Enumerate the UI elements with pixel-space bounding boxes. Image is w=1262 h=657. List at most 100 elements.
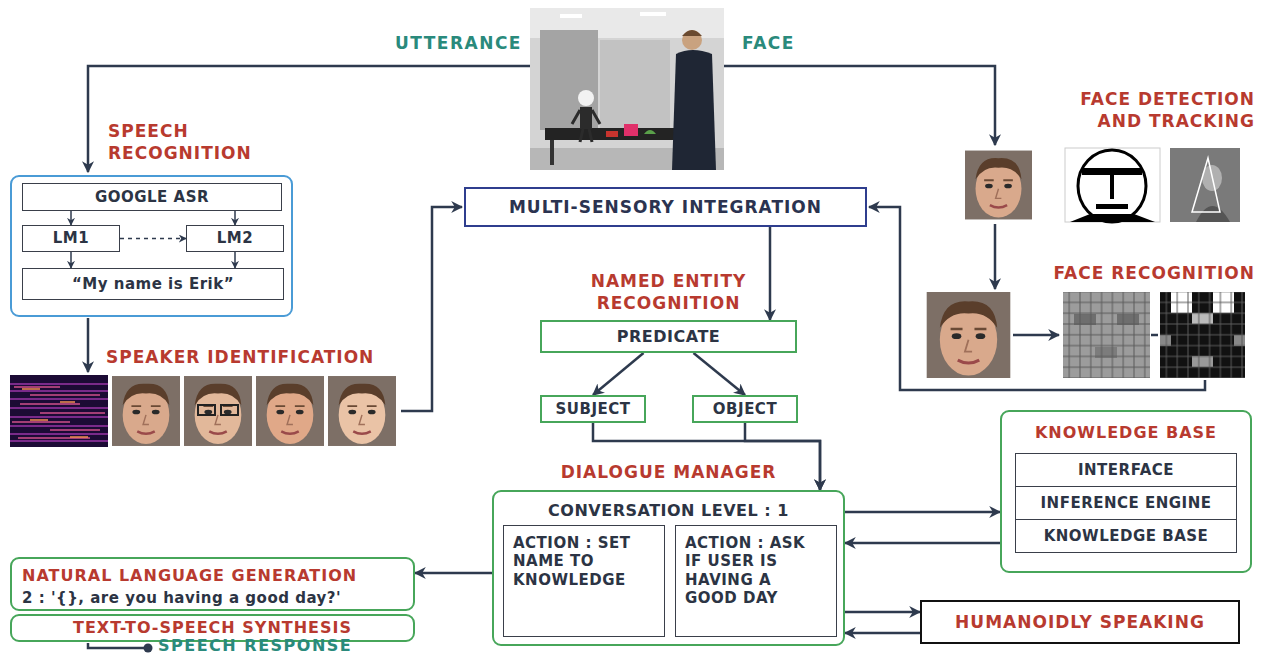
robot-photo-part [572,110,600,142]
stage-heading: FACE DETECTION AND TRACKING [1040,88,1255,132]
face-detection-images-part [1170,148,1240,222]
robot-photo [530,8,724,170]
connector-arrow [234,211,236,225]
flow-arrows-part [1151,334,1158,337]
face-detection-images-part [1192,158,1220,212]
face-recognition-images-part [1063,292,1150,378]
robot-photo-part [578,90,594,106]
node-label: LM1 [53,229,89,247]
face-detection-images-part [1078,150,1146,222]
flow-arrows-part [869,207,1205,390]
node-heading: NATURAL LANGUAGE GENERATION [22,565,403,587]
connector-arrow [769,227,772,320]
robot-photo-part [600,40,670,130]
flow-arrows-part [994,224,997,289]
speaking-box: HUMANOIDLY SPEAKING [920,600,1240,644]
node-label: CONVERSATION LEVEL : 1 [494,501,843,521]
face-recognition-images-part [1160,292,1245,378]
node-label: ACTION : SET NAME TO KNOWLEDGE [513,534,655,589]
flow-arrows-part [88,643,145,648]
node-label: ACTION : ASK IF USER IS HAVING A GOOD DA… [685,534,827,607]
connector-arrow [694,353,746,395]
inference-engine-box: INFERENCE ENGINE [1015,486,1237,520]
node-label: PREDICATE [617,327,720,347]
connector-arrow [845,632,920,635]
face-detection-images-part [1070,214,1155,222]
nlg-box: NATURAL LANGUAGE GENERATION 2 : '{}, are … [10,557,415,611]
dialogue-manager-panel: DIALOGUE MANAGERCONVERSATION LEVEL : 1AC… [492,490,845,646]
face-detection-images-part [1096,204,1128,209]
robot-photo-part [624,124,638,136]
asr-box: GOOGLE ASR [22,183,282,211]
face-recognition-images-part [1160,292,1245,378]
robot-photo-part [640,12,666,16]
face-recognition-images-part [927,292,1011,378]
speech-recognition-panel: SPEECH RECOGNITIONGOOGLE ASRLM1LM2“My na… [10,175,293,317]
node-heading: KNOWLEDGE BASE [1002,422,1250,444]
face-detection-images [965,148,1240,222]
integration-box: MULTI-SENSORY INTEGRATION [464,187,867,227]
input-label: UTTERANCE [362,33,522,54]
speaker-images-part [112,376,180,446]
speaker-images-part [10,384,108,441]
face-detection-images-part [1082,168,1142,175]
node-label: KNOWLEDGE BASE [1044,527,1209,545]
connector-arrow [845,611,920,614]
stage-heading: SPEAKER IDENTIFICATION [106,346,426,368]
speaker-images-part [10,375,108,447]
robot-photo-part [560,14,582,18]
flow-arrows-part [724,66,995,145]
connector-arrow [234,252,236,268]
action-box: ACTION : ASK IF USER IS HAVING A GOOD DA… [675,525,837,637]
node-label: MULTI-SENSORY INTEGRATION [509,197,822,218]
language-model-box: LM2 [186,225,284,252]
node-heading: NAMED ENTITY RECOGNITION [542,270,795,314]
speaker-images-part [184,376,252,446]
face-detection-images-part [1196,206,1230,222]
node-label: INTERFACE [1078,461,1174,479]
speaker-images-part [328,376,396,446]
robot-photo-part [606,131,618,137]
speaker-images-part [256,376,324,446]
robot-photo-part [550,140,554,165]
connector-arrow [593,353,644,395]
knowledge-store-box: KNOWLEDGE BASE [1015,519,1237,553]
speaker-images [10,375,396,447]
node-label: INFERENCE ENGINE [1041,494,1212,512]
robot-photo-part [580,107,592,129]
connector-arrow [845,511,1000,514]
node-label: 2 : '{}, are you having a good day?' [22,589,403,607]
subject-box: SUBJECT [540,395,646,423]
node-label: SUBJECT [556,400,631,418]
node-heading: SPEECH RECOGNITION [108,120,286,164]
node-label: GOOGLE ASR [95,188,209,206]
stage-heading: FACE RECOGNITION [1020,262,1255,284]
robot-photo-part [540,30,598,130]
speaker-images-part [12,387,105,438]
object-box: OBJECT [692,395,798,423]
connector-arrow [70,252,72,268]
robot-photo-part [682,30,702,36]
flow-arrows-part [401,207,462,411]
robot-photo-part [672,50,716,170]
predicate-box: NAMED ENTITY RECOGNITIONPREDICATE [540,320,797,353]
flow-arrows-part [1013,334,1059,337]
language-model-box: LM1 [22,225,120,252]
flow-arrows-part [88,66,530,172]
flow-arrows [88,66,1205,648]
speaker-images-part [198,405,215,415]
connector-arrow [845,542,1000,545]
face-detection-images-part [965,151,1032,220]
node-label: OBJECT [713,400,777,418]
connector-arrow [415,572,492,575]
speaker-images-part [221,405,238,415]
robot-photo-part [682,30,702,50]
face-detection-images-part [1110,175,1114,199]
response-dot [144,644,153,653]
knowledge-base-panel: KNOWLEDGE BASE INTERFACE INFERENCE ENGINE K… [1000,410,1252,573]
output-label: SPEECH RESPONSE [158,637,418,655]
input-label: FACE [742,33,842,54]
node-label: “My name is Erik” [72,275,234,293]
robot-photo-part [545,128,690,140]
